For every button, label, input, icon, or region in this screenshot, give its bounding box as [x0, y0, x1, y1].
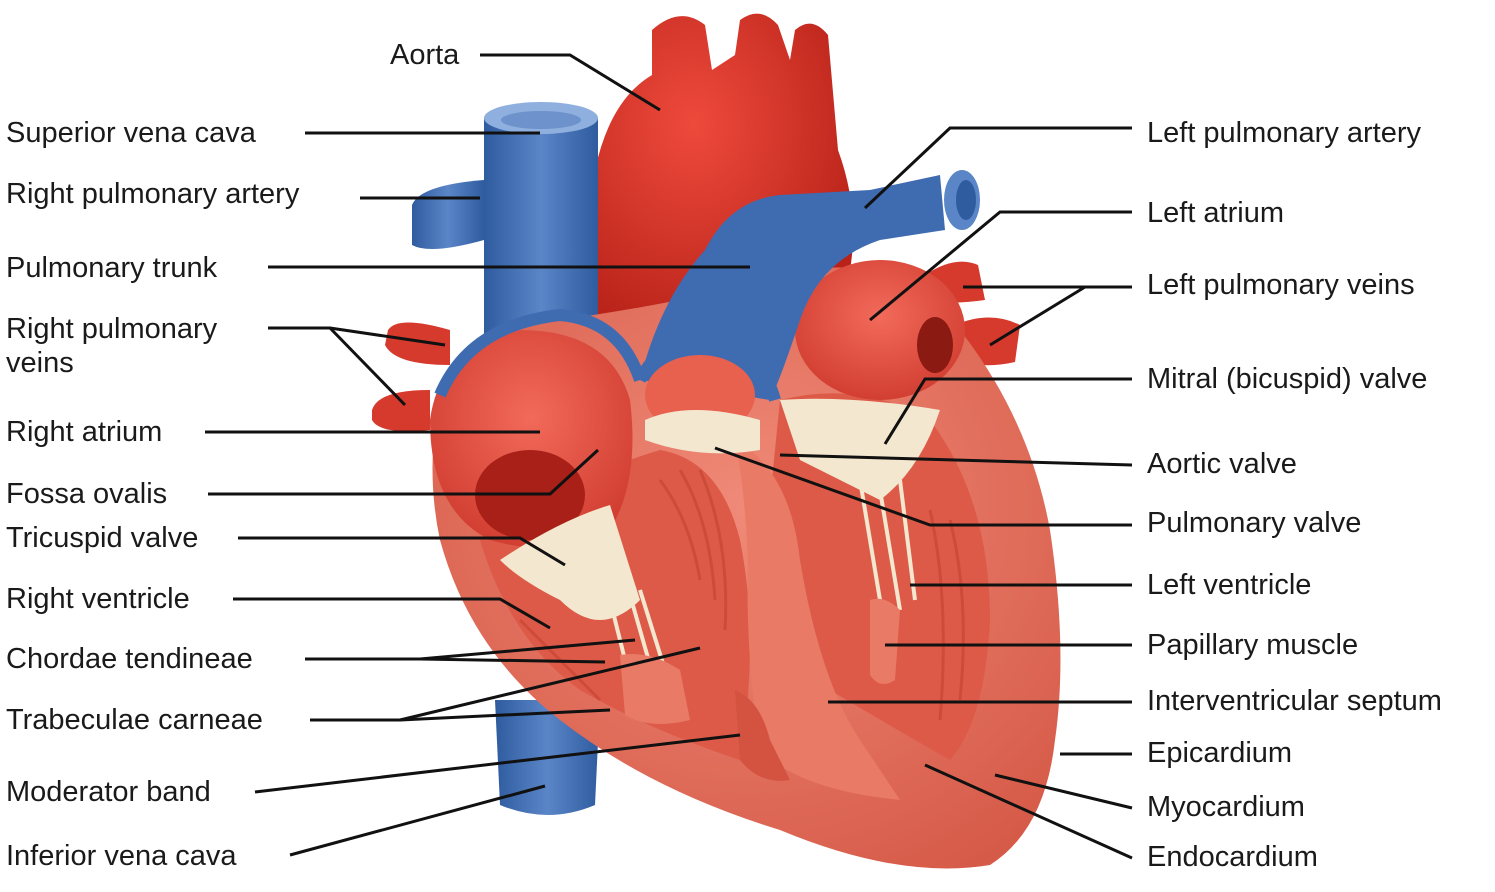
label-aortic-valve: Aortic valve — [1147, 448, 1297, 480]
label-left-pulmonary-artery: Left pulmonary artery — [1147, 117, 1422, 149]
label-right-pulmonary-veins: Right pulmonary veins — [6, 313, 218, 379]
label-left-atrium: Left atrium — [1147, 197, 1284, 229]
label-trabeculae-carneae: Trabeculae carneae — [6, 704, 263, 736]
label-endocardium: Endocardium — [1147, 841, 1318, 873]
label-papillary-muscle: Papillary muscle — [1147, 629, 1359, 661]
label-superior-vena-cava: Superior vena cava — [6, 117, 256, 149]
label-left-ventricle: Left ventricle — [1147, 569, 1312, 601]
label-moderator-band: Moderator band — [6, 776, 211, 808]
label-epicardium: Epicardium — [1147, 737, 1293, 769]
chordae-strands — [598, 479, 917, 671]
label-interventricular-septum: Interventricular septum — [1147, 685, 1442, 717]
label-pulmonary-trunk: Pulmonary trunk — [6, 252, 218, 284]
label-pulmonary-valve: Pulmonary valve — [1147, 507, 1362, 539]
tricuspid-valve-shape — [500, 505, 640, 620]
trabeculae-texture — [518, 469, 965, 721]
right-pulmonary-vein-upper — [385, 322, 450, 365]
label-left-pulmonary-veins: Left pulmonary veins — [1147, 269, 1415, 301]
label-fossa-ovalis: Fossa ovalis — [6, 478, 168, 510]
label-right-atrium: Right atrium — [6, 416, 163, 448]
aortic-valve-shape — [645, 410, 760, 454]
leader-lines — [205, 53, 1133, 860]
right-pulmonary-artery-vessel — [412, 180, 484, 249]
label-right-pulmonary-artery: Right pulmonary artery — [6, 178, 300, 210]
label-right-ventricle: Right ventricle — [6, 583, 190, 615]
right-pulmonary-vein-lower — [372, 390, 430, 432]
label-myocardium: Myocardium — [1147, 791, 1305, 823]
mitral-valve-shape — [780, 398, 940, 500]
label-mitral-valve: Mitral (bicuspid) valve — [1147, 363, 1428, 395]
septum-wall — [735, 440, 900, 800]
label-tricuspid-valve: Tricuspid valve — [6, 522, 199, 554]
label-inferior-vena-cava: Inferior vena cava — [6, 840, 237, 872]
label-chordae-tendineae: Chordae tendineae — [6, 643, 253, 675]
label-aorta: Aorta — [390, 39, 460, 71]
